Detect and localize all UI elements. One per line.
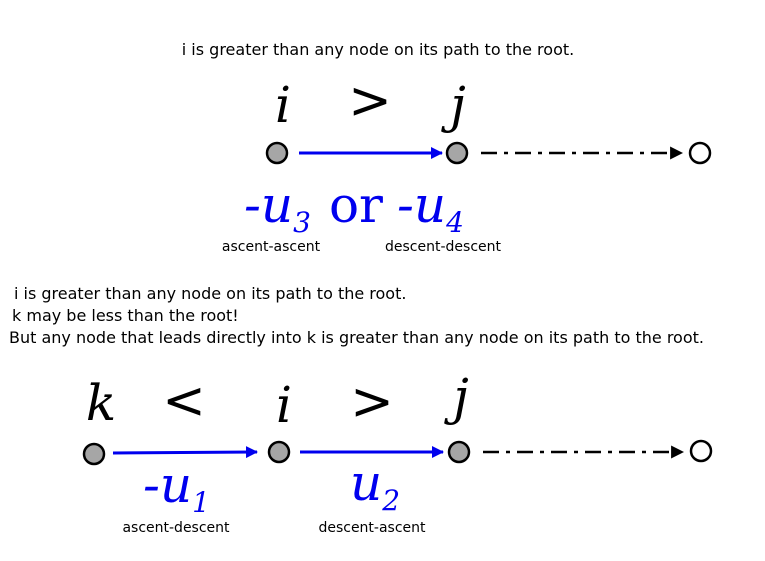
bottom-case-descent-ascent: descent-ascent xyxy=(318,520,426,536)
bottom-var-i: i xyxy=(276,376,292,434)
top-var-i: i xyxy=(275,76,291,134)
top-weight-minus-4: - xyxy=(397,176,414,234)
top-weight-sub-4: 4 xyxy=(445,206,464,239)
top-diagram: i is greater than any node on its path t… xyxy=(182,40,712,255)
bottom-relation-lt: < xyxy=(162,371,206,431)
bottom-weight-label-1: -u1 xyxy=(143,456,210,519)
bottom-weight-u-1: u xyxy=(160,456,192,514)
bottom-relation-gt: > xyxy=(350,372,394,432)
top-caption: i is greater than any node on its path t… xyxy=(182,40,574,59)
top-weight-sub-3: 3 xyxy=(293,206,311,239)
top-weight-minus-3: - xyxy=(244,176,261,234)
bottom-weight-u-2: u xyxy=(350,454,382,512)
bottom-weight-minus-1: - xyxy=(143,456,160,514)
top-node-j xyxy=(445,141,469,165)
bottom-caption-line-1: i is greater than any node on its path t… xyxy=(14,284,406,303)
bottom-case-ascent-descent: ascent-descent xyxy=(122,520,230,536)
bottom-weight-sub-2: 2 xyxy=(381,484,400,517)
bottom-caption-line-2: k may be less than the root! xyxy=(12,306,239,325)
bottom-var-k: k xyxy=(86,374,116,432)
bottom-var-j: j xyxy=(443,368,469,426)
top-case-ascent-ascent: ascent-ascent xyxy=(222,239,321,255)
top-weight-u-4: u xyxy=(414,176,446,234)
top-root-node xyxy=(688,141,712,165)
bottom-root-node xyxy=(689,439,713,463)
top-relation-gt: > xyxy=(348,71,392,131)
bottom-weight-label-2: u2 xyxy=(350,454,400,517)
top-var-j: j xyxy=(440,76,466,134)
bottom-weight-sub-1: 1 xyxy=(192,486,210,519)
top-node-i xyxy=(265,141,289,165)
bottom-diagram: i is greater than any node on its path t… xyxy=(9,284,713,536)
bottom-caption-line-3: But any node that leads directly into k … xyxy=(9,328,704,347)
top-case-descent-descent: descent-descent xyxy=(385,239,501,255)
bottom-node-k xyxy=(82,442,106,466)
bottom-node-j xyxy=(447,440,471,464)
bottom-arrow-k-to-i xyxy=(112,446,258,459)
top-weight-u-3: u xyxy=(261,176,293,234)
bottom-node-i xyxy=(267,440,291,464)
top-weight-or: or xyxy=(329,176,383,234)
